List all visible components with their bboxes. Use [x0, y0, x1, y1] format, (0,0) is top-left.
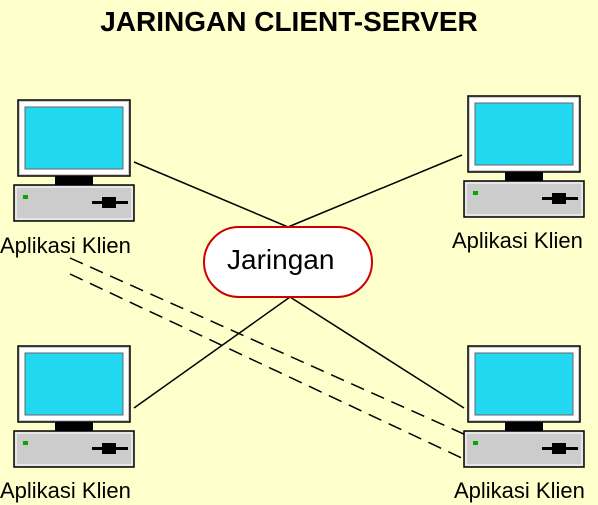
client-label-bottom-right: Aplikasi Klien: [454, 478, 585, 503]
link-top-right: [287, 154, 463, 228]
diagram-title: JARINGAN CLIENT-SERVER: [100, 6, 478, 37]
link-top-left: [133, 161, 289, 228]
computer-bottom-right: [463, 345, 585, 468]
link-bottom-right: [289, 296, 465, 409]
client-label-bottom-left: Aplikasi Klien: [0, 478, 131, 503]
computer-top-left: [13, 99, 135, 222]
network-node: [203, 226, 373, 298]
network-label: Jaringan: [227, 244, 335, 275]
computer-top-right: [463, 95, 585, 218]
client-label-top-right: Aplikasi Klien: [452, 228, 583, 253]
link-bottom-left: [133, 296, 291, 409]
client-label-top-left: Aplikasi Klien: [0, 233, 131, 258]
dashed-link-1: [69, 257, 467, 436]
computer-bottom-left: [13, 345, 135, 468]
dashed-link-2: [69, 273, 467, 461]
